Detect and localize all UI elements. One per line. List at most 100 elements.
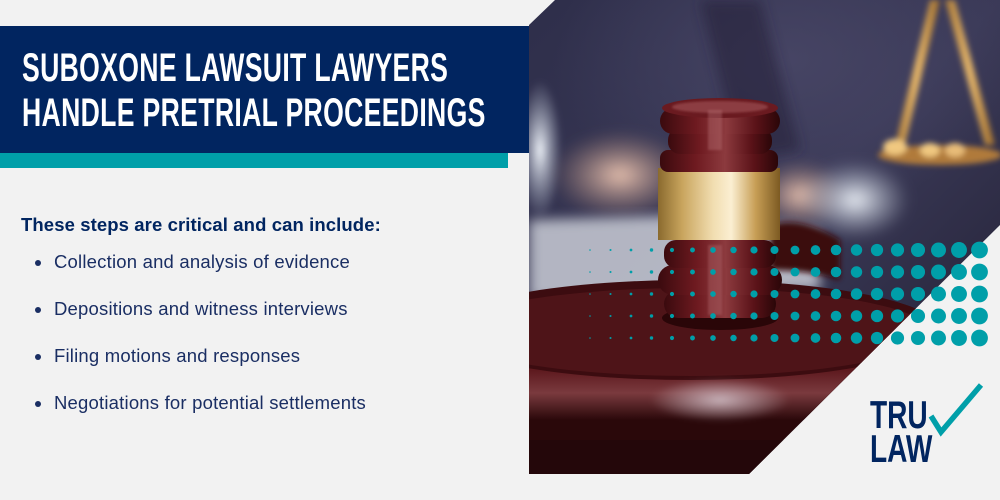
pattern-dot — [790, 245, 800, 255]
bullet-icon — [35, 260, 41, 266]
pattern-dot — [750, 290, 758, 298]
pattern-dot — [890, 331, 905, 345]
pattern-dot — [609, 314, 612, 318]
pattern-dot — [690, 269, 695, 275]
pattern-dot — [669, 313, 675, 319]
pattern-dot — [870, 309, 884, 323]
pattern-dot — [750, 312, 758, 320]
pattern-dot — [870, 265, 884, 279]
pattern-dot — [770, 245, 779, 255]
pattern-dot — [710, 269, 716, 275]
pattern-dot — [971, 263, 988, 281]
pattern-dot — [629, 270, 633, 274]
pattern-dot — [971, 285, 988, 303]
pattern-dot — [951, 308, 967, 324]
pattern-dot — [910, 286, 926, 302]
pattern-dot — [609, 270, 612, 274]
pattern-dot — [810, 333, 821, 343]
pattern-dot — [931, 308, 946, 324]
pattern-dot — [649, 292, 654, 296]
pattern-dot — [850, 288, 863, 300]
pattern-dot — [730, 334, 737, 342]
pattern-dot — [730, 246, 737, 254]
pattern-dot — [931, 330, 946, 346]
list-item-text: Collection and analysis of evidence — [54, 251, 350, 272]
pattern-dot — [971, 241, 988, 259]
pattern-dot — [951, 242, 967, 258]
pattern-dot — [830, 266, 842, 278]
pattern-dot — [810, 245, 821, 255]
steps-section: These steps are critical and can include… — [21, 213, 501, 438]
pattern-dot — [910, 330, 926, 346]
pattern-dot — [790, 289, 800, 299]
pattern-dot — [850, 310, 863, 322]
logo-line-1: TRU — [870, 394, 928, 437]
pattern-dot — [649, 314, 654, 318]
pattern-dot — [710, 335, 716, 341]
page-title-line-1: SUBOXONE LAWSUIT LAWYERS — [22, 46, 449, 90]
pattern-dot — [589, 315, 591, 317]
pattern-dot — [890, 265, 905, 279]
trulaw-logo: TRU LAW — [870, 380, 985, 475]
pattern-dot — [910, 264, 926, 280]
pattern-dot — [951, 286, 967, 302]
pattern-dot — [690, 291, 695, 297]
pattern-dot — [669, 291, 675, 297]
pattern-dot — [690, 247, 695, 253]
pattern-dot — [730, 312, 737, 320]
pattern-dot — [690, 335, 695, 341]
pattern-dot — [931, 264, 946, 280]
pattern-dot — [971, 307, 988, 325]
pattern-dot — [890, 243, 905, 257]
pattern-dot — [810, 267, 821, 277]
pattern-dot — [830, 288, 842, 300]
pattern-dot — [870, 243, 884, 257]
page-title-line-2: HANDLE PRETRIAL PROCEEDINGS — [22, 91, 486, 135]
pattern-dot — [649, 336, 654, 340]
pattern-dot — [609, 336, 612, 340]
pattern-dot — [830, 244, 842, 256]
pattern-dot — [770, 289, 779, 299]
pattern-dot — [890, 309, 905, 323]
list-item: Collection and analysis of evidence — [21, 250, 501, 297]
pattern-dot — [629, 336, 633, 340]
pattern-dot — [710, 291, 716, 297]
pattern-dot — [850, 332, 863, 344]
list-item-text: Filing motions and responses — [54, 345, 301, 366]
pattern-dot — [770, 267, 779, 277]
pattern-dot — [830, 310, 842, 322]
pattern-dot — [971, 329, 988, 347]
pattern-dot — [850, 266, 863, 278]
title-banner: SUBOXONE LAWSUIT LAWYERS HANDLE PRETRIAL… — [0, 26, 529, 153]
pattern-dot — [669, 247, 675, 253]
title-accent-bar — [0, 153, 508, 168]
list-item-text: Depositions and witness interviews — [54, 298, 348, 319]
bullet-icon — [35, 354, 41, 360]
pattern-dot — [870, 287, 884, 301]
pattern-dot — [589, 271, 591, 273]
pattern-dot — [649, 248, 654, 252]
checkmark-icon — [928, 383, 984, 437]
list-item: Negotiations for potential settlements — [21, 391, 501, 438]
pattern-dot — [710, 313, 716, 319]
pattern-dot — [750, 334, 758, 342]
pattern-dot — [931, 286, 946, 302]
pattern-dot — [890, 287, 905, 301]
logo-line-2: LAW — [870, 428, 933, 471]
logo-wordmark: TRU LAW — [870, 380, 933, 471]
pattern-dot — [730, 268, 737, 276]
pattern-dot — [669, 335, 675, 341]
pattern-dot — [770, 311, 779, 321]
list-item-text: Negotiations for potential settlements — [54, 392, 366, 413]
pattern-dot — [629, 292, 633, 296]
pattern-dot — [870, 331, 884, 345]
pattern-dot — [830, 332, 842, 344]
pattern-dot — [790, 311, 800, 321]
pattern-dot — [770, 333, 779, 343]
steps-list: Collection and analysis of evidence Depo… — [21, 250, 501, 438]
page-title: SUBOXONE LAWSUIT LAWYERS HANDLE PRETRIAL… — [22, 46, 486, 136]
list-item: Depositions and witness interviews — [21, 297, 501, 344]
pattern-dot — [790, 333, 800, 343]
